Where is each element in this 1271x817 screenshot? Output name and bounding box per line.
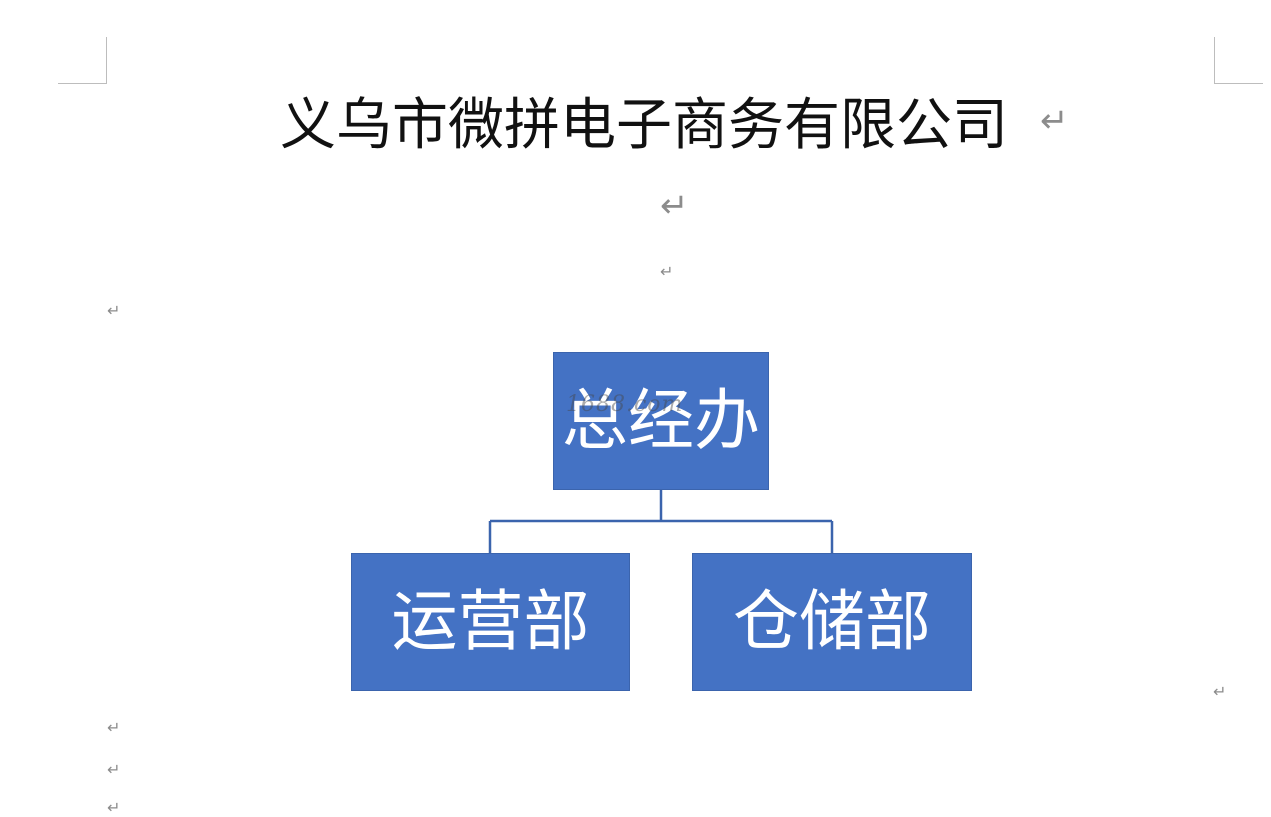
paragraph-mark-icon: ↵ <box>107 301 121 320</box>
paragraph-mark-icon: ↵ <box>660 186 689 226</box>
org-node-warehouse[interactable]: 仓储部 <box>692 553 972 691</box>
org-node-label: 总经办 <box>562 382 760 459</box>
top-right-margin-mark <box>1214 37 1263 84</box>
paragraph-mark-icon: ↵ <box>107 718 121 737</box>
paragraph-mark-icon: ↵ <box>1213 682 1227 701</box>
paragraph-mark-icon: ↵ <box>107 798 121 817</box>
org-node-general-office[interactable]: 总经办 <box>553 352 769 490</box>
top-left-margin-mark <box>58 37 107 84</box>
paragraph-mark-icon: ↵ <box>660 262 674 281</box>
document-title[interactable]: 义乌市微拼电子商务有限公司 <box>280 90 1008 162</box>
paragraph-mark-icon: ↵ <box>1040 101 1069 141</box>
watermark-text: 1688.com <box>566 392 684 417</box>
org-node-label: 运营部 <box>391 583 590 660</box>
paragraph-mark-icon: ↵ <box>107 760 121 779</box>
org-node-operations[interactable]: 运营部 <box>351 553 630 691</box>
org-node-label: 仓储部 <box>733 583 931 660</box>
document-title-text: 义乌市微拼电子商务有限公司 <box>280 93 1008 158</box>
